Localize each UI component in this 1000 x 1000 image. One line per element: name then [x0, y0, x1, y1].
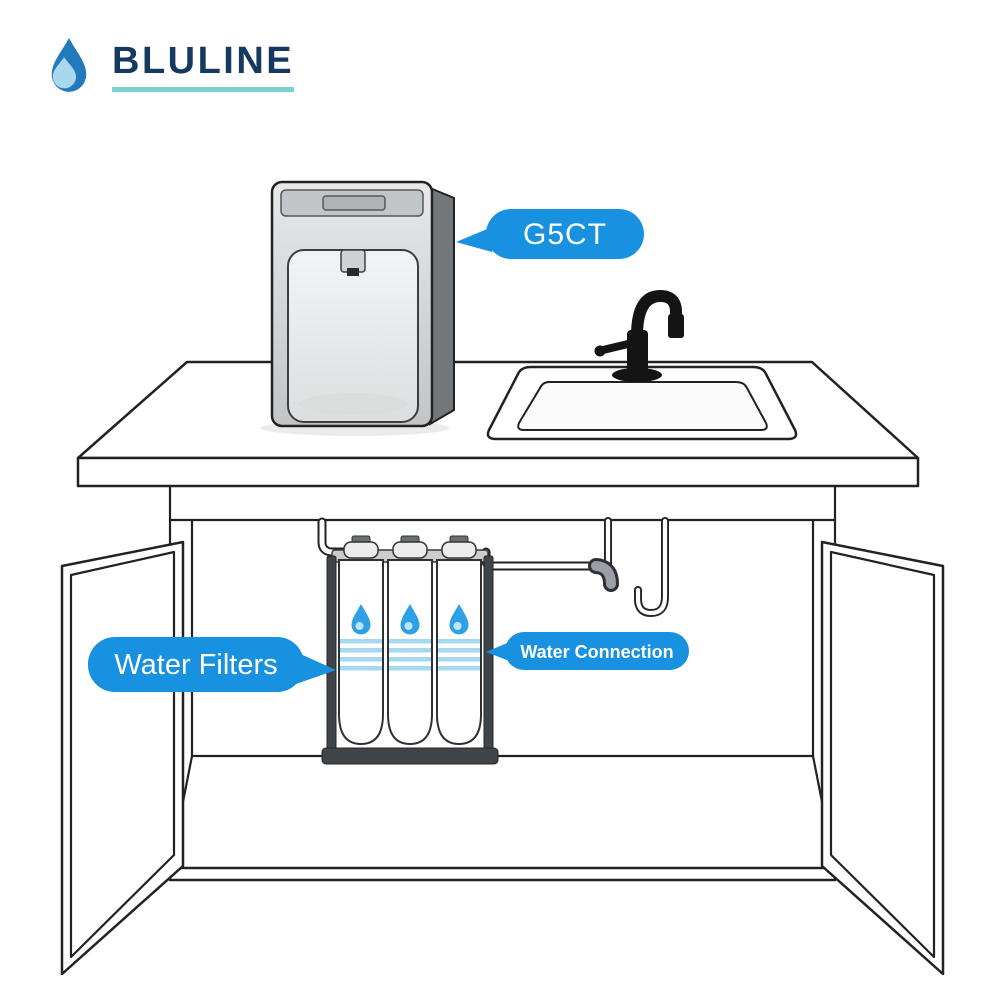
cabinet-left-door — [60, 540, 185, 976]
brand-underline — [112, 86, 295, 92]
callout-dispenser: G5CT — [456, 209, 644, 259]
callout-filters: Water Filters — [88, 637, 336, 692]
dispenser-vent — [322, 195, 386, 211]
drain-trap-pipe — [634, 517, 669, 617]
faucet-spout — [668, 314, 684, 338]
filter-unit — [436, 535, 482, 745]
countertop-dispenser — [260, 180, 455, 436]
callout-dispenser-tail — [456, 227, 492, 252]
water-drop-icon — [51, 37, 87, 92]
callout-connection-bubble — [505, 632, 689, 670]
filter-unit — [338, 535, 384, 745]
callout-connection: Water Connection — [486, 632, 689, 670]
brand-name: BLULINE — [112, 40, 295, 83]
callout-dispenser-bubble — [486, 209, 644, 259]
brand-logo: BLULINE — [42, 30, 295, 104]
callout-connection-label: Water Connection — [520, 642, 673, 662]
callout-filters-label: Water Filters — [114, 649, 277, 681]
faucet-handle — [599, 340, 632, 354]
callout-connection-tail — [486, 641, 512, 662]
filter-unit — [387, 535, 433, 745]
callout-filters-bubble — [88, 637, 304, 692]
faucet — [594, 289, 684, 382]
callout-dispenser-label: G5CT — [523, 218, 607, 251]
callout-filters-tail — [296, 652, 336, 684]
filter-bank — [321, 535, 499, 765]
sink — [486, 365, 798, 441]
cabinet-right-door — [820, 540, 945, 976]
